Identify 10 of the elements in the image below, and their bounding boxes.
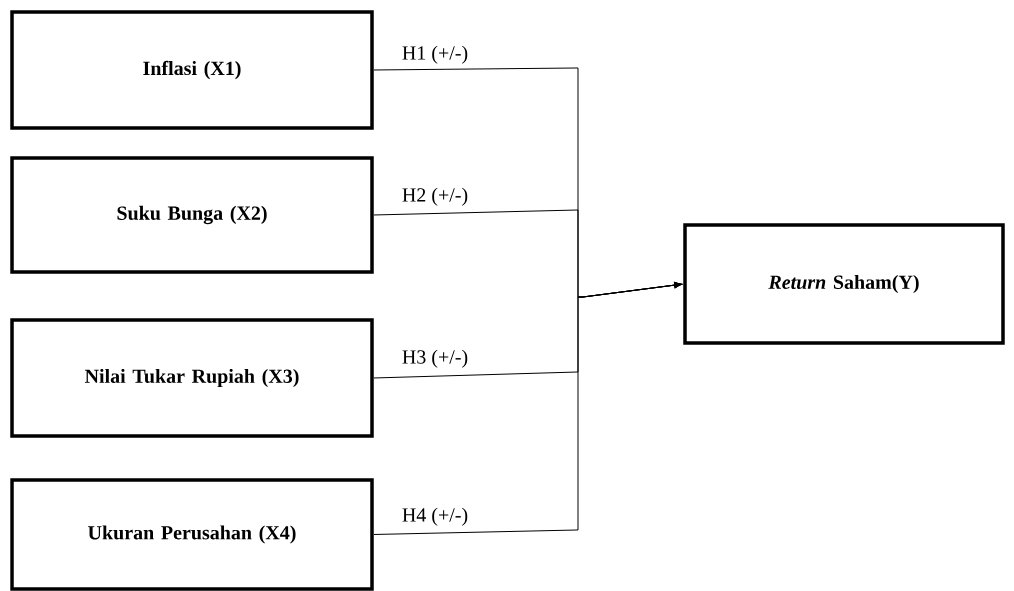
variable-box: Return Saham(Y): [683, 223, 1005, 345]
variable-box: Inflasi (X1): [10, 10, 374, 130]
connector-arrow: [373, 282, 682, 535]
variable-box: Suku Bunga (X2): [10, 156, 374, 274]
edge-label: H4 (+/-): [402, 507, 468, 526]
edge-label: H3 (+/-): [402, 349, 468, 368]
variable-box: Ukuran Perusahan (X4): [10, 478, 374, 591]
variable-box: Nilai Tukar Rupiah (X3): [10, 318, 374, 438]
edge-label: H1 (+/-): [402, 45, 468, 64]
edge-label: H2 (+/-): [402, 187, 468, 206]
